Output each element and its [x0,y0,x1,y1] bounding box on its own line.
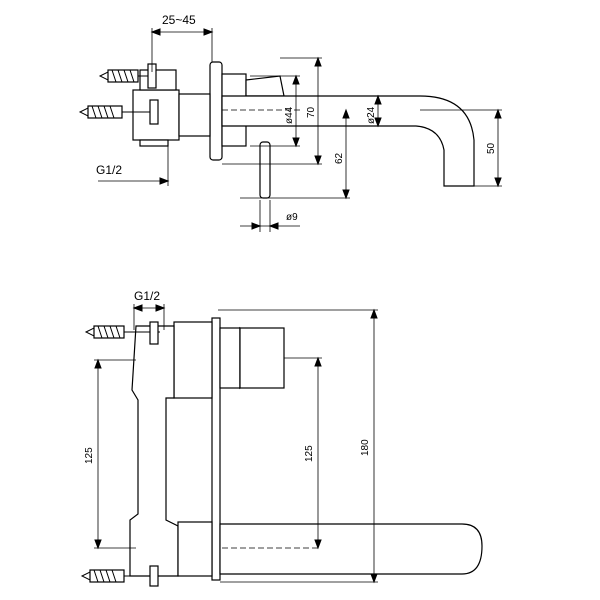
dim-total-height-label: 180 [360,439,371,456]
dim-depth-range-label: 25~45 [162,13,196,27]
front-upper-valve-box [173,321,213,399]
side-inlet-bottom [139,139,169,147]
front-lower-valve-box [177,521,213,577]
side-view: 25~45 G1/2 ø44 70 [78,13,502,232]
dim-depth-range: 25~45 [150,13,214,72]
front-handle-rose [219,327,241,389]
dim-thread-side: G1/2 [96,146,170,186]
dim-spout-dia: ø24 [366,94,382,128]
dim-center-left: 125 [84,358,136,550]
dim-handle-drop: 62 [240,108,350,200]
dim-flange-dia: ø44 [250,74,300,148]
front-cover-plate [211,317,221,581]
dim-total-height: 180 [218,308,378,584]
dim-center-right-label: 125 [304,445,315,462]
dim-spout-drop-label: 50 [486,142,497,154]
dim-center-left-label: 125 [84,447,95,464]
side-fixing-screw-top [98,63,157,89]
side-valve-neck [178,93,211,137]
dim-flange-dia-label: ø44 [284,106,295,124]
front-body-column [129,325,179,577]
side-lever [259,141,271,199]
side-wall-flange [209,61,223,161]
dim-handle-drop-label: 62 [334,152,345,164]
side-inlet-top [139,69,177,91]
front-fixing-screw-top [84,321,160,345]
dim-lever-dia: ø9 [240,200,300,232]
dim-thread-front: G1/2 [132,289,166,330]
front-view: G1/2 125 125 180 [80,289,483,587]
front-handle-body [239,327,285,389]
front-spout [219,523,483,575]
dim-thread-side-label: G1/2 [96,163,122,177]
dim-lever-dia-label: ø9 [286,212,298,223]
dim-spout-drop: 50 [420,108,502,188]
dim-spout-dia-label: ø24 [366,106,377,124]
dim-center-right: 125 [284,356,322,550]
front-fixing-screw-bottom [80,565,160,587]
side-fixing-screw-bottom [78,99,159,125]
dim-height-70-label: 70 [306,106,317,118]
dim-height-70: 70 [222,56,322,166]
dim-thread-front-label: G1/2 [134,289,160,303]
side-handle-lever-top [245,75,285,97]
